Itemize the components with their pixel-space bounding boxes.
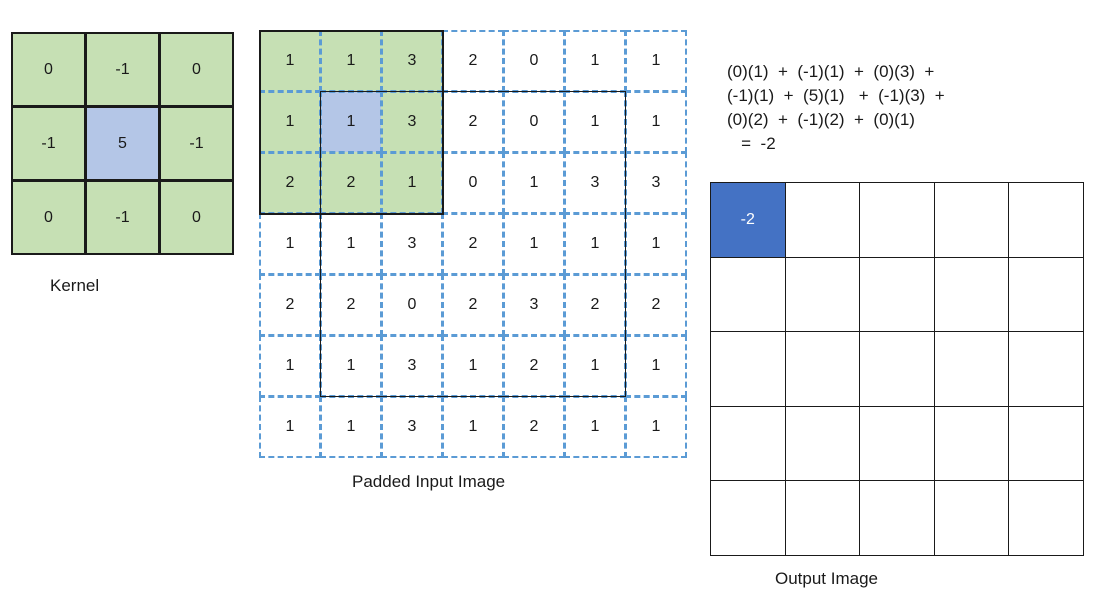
output-cell bbox=[784, 480, 860, 556]
output-cell bbox=[784, 256, 860, 332]
padded-cell-in-window: 2 bbox=[320, 152, 382, 214]
formula-result: = -2 bbox=[727, 134, 776, 153]
output-cell bbox=[784, 182, 860, 258]
kernel-cell: 0 bbox=[11, 32, 86, 107]
padded-cell: 3 bbox=[381, 213, 443, 275]
padded-input-caption: Padded Input Image bbox=[352, 472, 506, 491]
padded-cell: 1 bbox=[564, 30, 626, 92]
padded-cell: 3 bbox=[625, 152, 687, 214]
kernel-cell: 0 bbox=[159, 180, 234, 255]
output-cell bbox=[933, 256, 1009, 332]
formula-line: (0)(2) + (-1)(2) + (0)(1) bbox=[727, 110, 915, 129]
padded-cell: 1 bbox=[625, 30, 687, 92]
output-cell bbox=[710, 331, 786, 407]
padded-cell-in-window: 3 bbox=[381, 30, 443, 92]
padded-cell: 0 bbox=[503, 91, 565, 153]
output-image-caption: Output Image bbox=[775, 569, 879, 588]
kernel-cell: -1 bbox=[159, 106, 234, 181]
kernel-cell: -1 bbox=[11, 106, 86, 181]
padded-cell-in-window: 1 bbox=[259, 30, 321, 92]
padded-cell-in-window: 1 bbox=[320, 30, 382, 92]
padded-cell: 3 bbox=[381, 396, 443, 458]
output-cell bbox=[1008, 182, 1084, 258]
output-cell bbox=[933, 405, 1009, 481]
padded-cell: 1 bbox=[259, 213, 321, 275]
padded-cell: 0 bbox=[442, 152, 504, 214]
padded-cell: 1 bbox=[625, 213, 687, 275]
padded-cell: 2 bbox=[564, 274, 626, 336]
padded-cell: 1 bbox=[259, 335, 321, 397]
padded-cell: 3 bbox=[381, 335, 443, 397]
padded-cell: 0 bbox=[381, 274, 443, 336]
padded-cell: 2 bbox=[442, 213, 504, 275]
padded-cell-in-window: 1 bbox=[259, 91, 321, 153]
output-cell bbox=[859, 405, 935, 481]
kernel-cell: 0 bbox=[159, 32, 234, 107]
output-cell bbox=[933, 182, 1009, 258]
padded-cell-in-window: 2 bbox=[259, 152, 321, 214]
output-cell bbox=[1008, 405, 1084, 481]
formula-line: (-1)(1) + (5)(1) + (-1)(3) + bbox=[727, 86, 945, 105]
padded-cell-in-window: 3 bbox=[381, 91, 443, 153]
padded-cell: 1 bbox=[625, 335, 687, 397]
padded-cell: 1 bbox=[625, 396, 687, 458]
output-cell bbox=[933, 480, 1009, 556]
output-cell bbox=[1008, 256, 1084, 332]
padded-cell: 3 bbox=[503, 274, 565, 336]
padded-cell: 1 bbox=[442, 396, 504, 458]
output-image-grid: -2 bbox=[710, 182, 1084, 556]
output-cell bbox=[933, 331, 1009, 407]
padded-cell: 2 bbox=[442, 91, 504, 153]
padded-cell: 1 bbox=[564, 396, 626, 458]
output-cell bbox=[1008, 331, 1084, 407]
padded-cell: 2 bbox=[503, 335, 565, 397]
padded-cell: 1 bbox=[625, 91, 687, 153]
padded-cell: 1 bbox=[320, 396, 382, 458]
output-cell bbox=[710, 256, 786, 332]
output-cell bbox=[859, 182, 935, 258]
kernel-caption: Kernel bbox=[50, 276, 100, 295]
kernel-cell: 5 bbox=[85, 106, 160, 181]
padded-cell: 2 bbox=[625, 274, 687, 336]
padded-cell: 1 bbox=[320, 213, 382, 275]
padded-cell: 1 bbox=[503, 152, 565, 214]
padded-cell: 1 bbox=[564, 335, 626, 397]
output-cell bbox=[859, 331, 935, 407]
output-cell bbox=[784, 405, 860, 481]
padded-cell: 2 bbox=[503, 396, 565, 458]
kernel-cell: -1 bbox=[85, 180, 160, 255]
padded-cell: 1 bbox=[503, 213, 565, 275]
formula-block: (0)(1) + (-1)(1) + (0)(3) + (-1)(1) + (5… bbox=[727, 62, 945, 158]
output-cell bbox=[784, 331, 860, 407]
kernel-cell: -1 bbox=[85, 32, 160, 107]
padded-cell: 2 bbox=[442, 274, 504, 336]
padded-cell: 2 bbox=[320, 274, 382, 336]
output-cell bbox=[859, 480, 935, 556]
output-cell bbox=[1008, 480, 1084, 556]
output-cell bbox=[710, 405, 786, 481]
formula-line: (0)(1) + (-1)(1) + (0)(3) + bbox=[727, 62, 935, 81]
padded-cell: 1 bbox=[320, 335, 382, 397]
output-cell bbox=[859, 256, 935, 332]
padded-cell-in-window: 1 bbox=[320, 91, 382, 153]
padded-cell: 1 bbox=[259, 396, 321, 458]
output-cell-filled: -2 bbox=[710, 182, 786, 258]
padded-cell: 1 bbox=[564, 213, 626, 275]
kernel-cell: 0 bbox=[11, 180, 86, 255]
padded-cell: 1 bbox=[442, 335, 504, 397]
padded-cell: 2 bbox=[442, 30, 504, 92]
padded-cell: 0 bbox=[503, 30, 565, 92]
padded-cell: 1 bbox=[564, 91, 626, 153]
output-cell bbox=[710, 480, 786, 556]
padded-cell: 3 bbox=[564, 152, 626, 214]
padded-cell-in-window: 1 bbox=[381, 152, 443, 214]
padded-cell: 2 bbox=[259, 274, 321, 336]
